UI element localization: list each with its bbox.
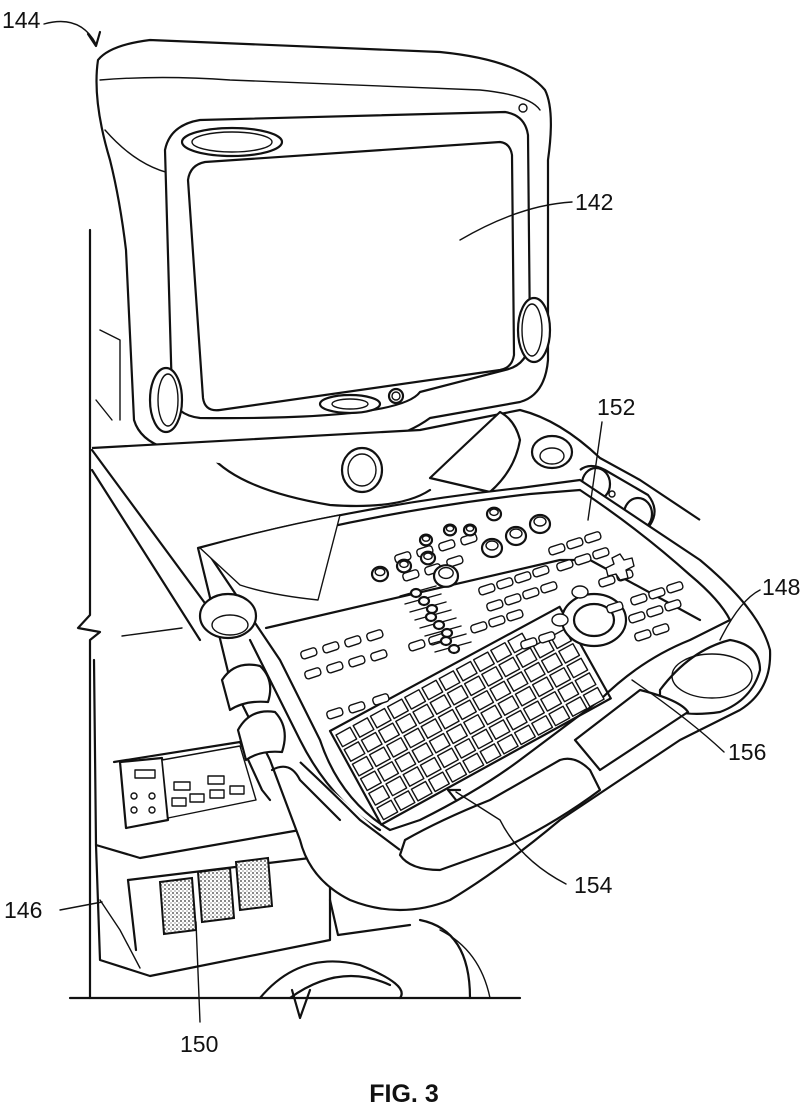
label-146: 146 xyxy=(4,897,42,923)
slider-thumb xyxy=(434,621,444,629)
label-142: 142 xyxy=(575,189,613,215)
slider-thumb xyxy=(427,605,437,613)
display-screen xyxy=(188,142,514,410)
slider-thumb xyxy=(426,613,436,621)
slider-thumb xyxy=(449,645,459,653)
label-150: 150 xyxy=(180,1031,218,1057)
label-156: 156 xyxy=(728,739,766,765)
slider-thumb xyxy=(442,629,452,637)
label-154: 154 xyxy=(574,872,613,898)
label-148: 148 xyxy=(762,574,800,600)
slider-thumb xyxy=(411,589,421,597)
slider-thumb xyxy=(419,597,429,605)
slider-thumb xyxy=(441,637,451,645)
label-152: 152 xyxy=(597,394,635,420)
panel-knob xyxy=(434,565,458,587)
label-144: 144 xyxy=(2,7,41,33)
figure-caption: FIG. 3 xyxy=(369,1080,438,1108)
monitor xyxy=(97,40,551,449)
